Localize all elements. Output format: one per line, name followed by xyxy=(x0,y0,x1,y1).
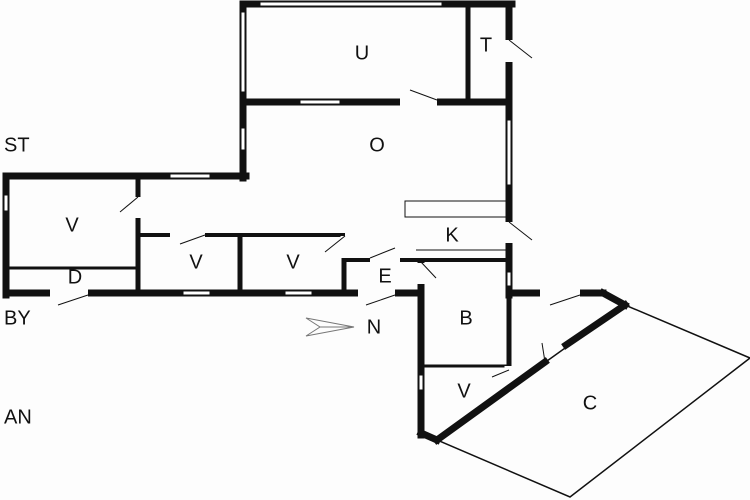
kitchen-counter xyxy=(404,200,509,218)
room-label-v3: V xyxy=(286,251,300,273)
room-label-o: O xyxy=(369,134,385,156)
room-label-c: C xyxy=(583,392,597,414)
compass-label: N xyxy=(367,316,381,338)
walls xyxy=(2,0,630,445)
room-label-e: E xyxy=(378,265,391,287)
room-label-k: K xyxy=(445,224,459,246)
room-label-u: U xyxy=(355,42,369,64)
openings xyxy=(3,1,581,391)
room-label-v4: V xyxy=(457,380,471,402)
room-label-v2: V xyxy=(189,251,203,273)
room-label-v1: V xyxy=(65,214,79,236)
outside-label-an: AN xyxy=(4,406,32,428)
room-label-b: B xyxy=(459,307,472,329)
outside-label-st: ST xyxy=(4,134,30,156)
room-label-d: D xyxy=(68,266,82,288)
room-label-t: T xyxy=(480,34,492,56)
north-arrow-icon xyxy=(305,317,355,337)
outside-label-by: BY xyxy=(4,307,31,329)
